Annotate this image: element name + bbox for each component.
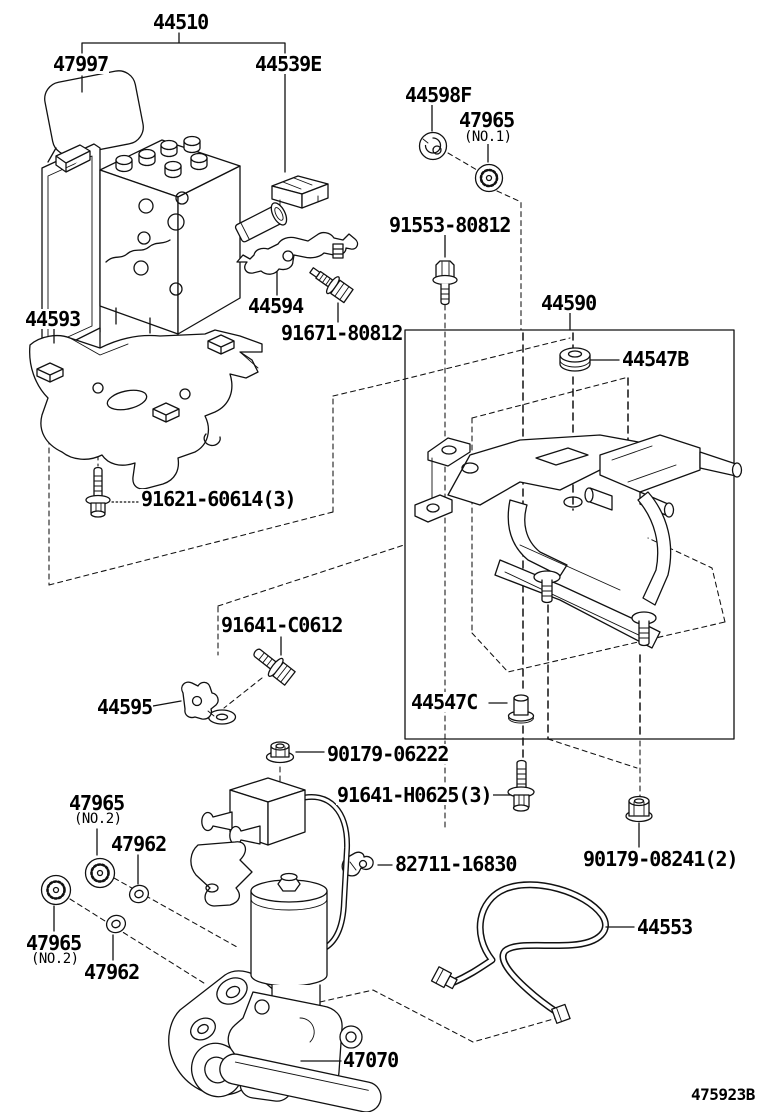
part-label-47965-no2-b: 47965 <box>25 931 82 955</box>
note-no2-b: (NO.2) <box>30 951 80 967</box>
collar-44547c-drawing <box>507 694 535 724</box>
nut-90179-06222-drawing <box>265 741 295 764</box>
washer-47962-drawings <box>105 884 150 934</box>
clamp-44595-drawing <box>181 681 237 725</box>
tube-44553-drawing <box>430 881 609 1024</box>
part-label-47965-no1: 47965 <box>458 108 515 132</box>
bracket-44593-drawing <box>29 329 263 490</box>
bracket-44594-drawing <box>234 202 359 275</box>
part-label-90179-06222: 90179-06222 <box>326 742 449 766</box>
part-label-47962-a: 47962 <box>110 832 167 856</box>
leader-lines <box>53 32 640 1062</box>
part-label-44593: 44593 <box>24 307 81 331</box>
part-label-91553-80812: 91553-80812 <box>388 213 511 237</box>
abs-actuator-44510-drawing <box>41 135 241 361</box>
nut-90179-08241-drawing <box>625 795 653 823</box>
bolt-91641-c0612-drawing <box>253 648 296 686</box>
part-label-91671-80812: 91671-80812 <box>280 321 403 345</box>
note-no2-a: (NO.2) <box>73 811 123 827</box>
part-label-91621-60614: 91621-60614(3) <box>140 487 297 511</box>
part-label-44595: 44595 <box>96 695 153 719</box>
part-label-91641-c0612: 91641-C0612 <box>220 613 343 637</box>
cover-47997-drawing <box>44 70 144 163</box>
note-no1: (NO.1) <box>463 129 513 145</box>
solenoid-caps <box>115 135 208 179</box>
cushion-47965-no1-drawing <box>474 163 504 193</box>
part-label-44594: 44594 <box>247 294 304 318</box>
drawing-code: 475923B <box>690 1085 756 1104</box>
part-label-44553: 44553 <box>636 915 693 939</box>
part-label-44547c: 44547C <box>410 690 478 714</box>
part-label-47070: 47070 <box>342 1048 399 1072</box>
bolt-91621-60614-drawing <box>85 466 111 518</box>
part-label-47965-no2-a: 47965 <box>68 791 125 815</box>
bolt-91553-80812-drawing <box>432 260 458 306</box>
part-label-44547b: 44547B <box>621 347 689 371</box>
bolt-91641-h0625-drawing <box>507 759 535 812</box>
bracket-44590-drawing <box>414 434 743 649</box>
part-label-44590: 44590 <box>540 291 597 315</box>
part-label-44539e: 44539E <box>254 52 322 76</box>
part-label-47962-b: 47962 <box>83 960 140 984</box>
part-label-91641-h0625: 91641-H0625(3) <box>336 783 493 807</box>
box-44590 <box>404 329 735 740</box>
cushion-44547b-drawing <box>559 347 591 372</box>
pump-47070-drawing <box>168 777 382 1112</box>
part-label-44510: 44510 <box>152 10 209 34</box>
connector-44539e-drawing <box>271 175 329 209</box>
part-label-82711-16830: 82711-16830 <box>394 852 517 876</box>
part-label-90179-08241: 90179-08241(2) <box>582 847 739 871</box>
part-label-44598f: 44598F <box>404 83 472 107</box>
bolt-91671-80812-drawing <box>309 267 354 304</box>
part-label-47997: 47997 <box>52 52 109 76</box>
cushion-47965-no2-drawings <box>40 857 116 906</box>
grommet-44598f-drawing <box>418 131 448 161</box>
